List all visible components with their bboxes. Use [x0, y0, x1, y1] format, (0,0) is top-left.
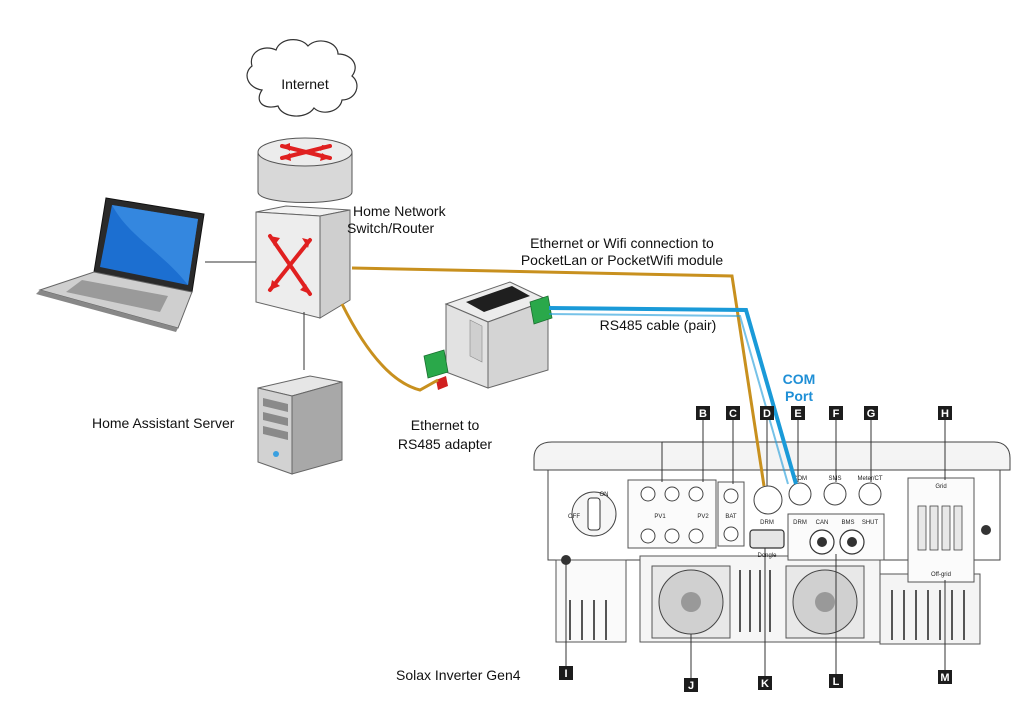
pv1-label: PV1 — [654, 514, 666, 520]
svg-text:F: F — [833, 408, 840, 420]
svg-text:C: C — [729, 408, 737, 420]
adapter-label-line2: RS485 adapter — [398, 436, 493, 452]
ethernet-cable-adapter — [340, 303, 439, 392]
server-label: Home Assistant Server — [92, 415, 235, 431]
svg-text:J: J — [688, 680, 694, 692]
router-label-line1: Home Network — [353, 203, 447, 219]
rs485-label: RS485 cable (pair) — [600, 317, 717, 333]
meter-port-label: Meter/CT — [857, 476, 882, 482]
switch-icon — [255, 205, 351, 319]
offgrid-label: Off-grid — [931, 572, 951, 578]
svg-text:B: B — [699, 408, 707, 420]
callout-f: F — [829, 406, 843, 420]
svg-text:E: E — [794, 408, 801, 420]
can-label: CAN — [816, 520, 829, 526]
inverter-icon: OFF ON PV1 PV2 BAT DRM Dongle COM SMS Me… — [533, 441, 1011, 645]
callout-m: M — [938, 670, 952, 684]
com-port-label-line1: COM — [783, 371, 816, 387]
callout-c: C — [726, 406, 740, 420]
callout-b: B — [696, 406, 710, 420]
svg-text:G: G — [867, 408, 876, 420]
drm-label-2: DRM — [793, 520, 807, 526]
callout-k: K — [758, 676, 772, 690]
bat-label: BAT — [725, 514, 737, 520]
com-port-label-line2: Port — [785, 388, 813, 404]
rs485-cable-pair — [548, 313, 789, 485]
callout-h: H — [938, 406, 952, 420]
callout-g: G — [864, 406, 878, 420]
callout-e: E — [791, 406, 805, 420]
callout-tags: B C D E F G H I J K L M — [559, 406, 952, 692]
internet-label: Internet — [281, 76, 329, 92]
grid-label: Grid — [935, 484, 946, 490]
server-icon — [257, 375, 343, 475]
svg-text:M: M — [940, 672, 949, 684]
com-port-label: COM — [793, 476, 807, 482]
rs485-cable — [548, 306, 798, 485]
dongle-label: Dongle — [757, 553, 777, 559]
switch-off-label: OFF — [568, 514, 580, 520]
fan-right — [785, 565, 865, 639]
internet-cloud: Internet — [246, 39, 358, 117]
fan-left — [651, 565, 731, 639]
ethernet-label-line2: PocketLan or PocketWifi module — [521, 252, 724, 268]
switch-on-label: ON — [600, 492, 609, 498]
callout-l: L — [829, 674, 843, 688]
svg-text:D: D — [763, 408, 771, 420]
router-icon — [257, 137, 353, 203]
ethernet-label-line1: Ethernet or Wifi connection to — [530, 235, 714, 251]
adapter-label-line1: Ethernet to — [411, 417, 480, 433]
sms-port-label: SMS — [828, 476, 841, 482]
callout-i: I — [559, 666, 573, 680]
svg-text:H: H — [941, 408, 949, 420]
pv2-label: PV2 — [697, 514, 709, 520]
laptop-icon — [36, 197, 205, 332]
ethernet-cable-wifi — [351, 266, 766, 487]
bms-label: BMS — [841, 520, 854, 526]
inverter-label: Solax Inverter Gen4 — [396, 667, 521, 683]
shut-label: SHUT — [862, 520, 879, 526]
callout-d: D — [760, 406, 774, 420]
callout-j: J — [684, 678, 698, 692]
drm-label: DRM — [760, 520, 774, 526]
svg-text:K: K — [761, 678, 769, 690]
router-label-line2: Switch/Router — [347, 220, 434, 236]
svg-text:L: L — [833, 676, 840, 688]
rs485-adapter-icon — [423, 281, 553, 390]
svg-text:I: I — [564, 668, 567, 680]
